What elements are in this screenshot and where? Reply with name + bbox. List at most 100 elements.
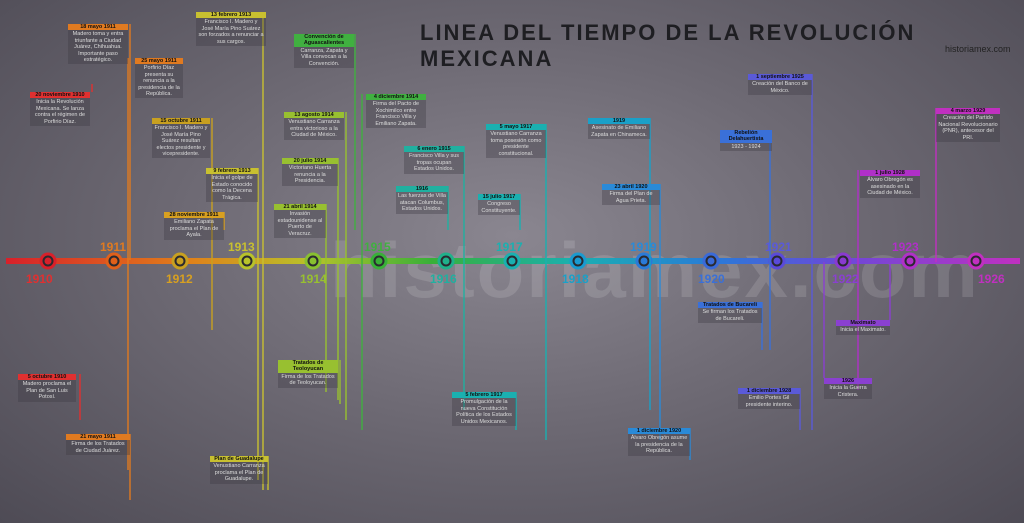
year-label: 1910 [26, 272, 53, 286]
event-text: Creación del Partido Nacional Revolucion… [936, 114, 1000, 143]
event-date: 15 octubre 1911 [152, 118, 210, 125]
event-text: Congreso Constituyente. [478, 200, 520, 216]
event-text: Las fuerzas de Villa atacan Columbus, Es… [396, 192, 448, 214]
year-label: 1921 [765, 240, 792, 254]
event-date: Tratados de Bucareli [698, 302, 762, 309]
timeline-node-core [176, 257, 184, 265]
event-text: Promulgación de la nueva Constitución Po… [452, 398, 516, 427]
event-text: Inicia la Guerra Cristera. [824, 384, 872, 400]
year-label: 1923 [892, 240, 919, 254]
year-label: 1916 [430, 272, 457, 286]
event-date: Plan de Guadalupe [210, 456, 268, 463]
year-label: 1912 [166, 272, 193, 286]
event-text: Inicia la Revolución Mexicana. Se lanza … [30, 98, 90, 127]
event-text: Madero toma y entra triunfante a Ciudad … [68, 30, 128, 65]
watermark-text: historiamex.com [330, 226, 980, 314]
event-date: 4 diciembre 1914 [366, 94, 426, 101]
event-date: 25 mayo 1911 [135, 58, 183, 65]
event-text: Asesinato de Emiliano Zapata en Chinamec… [588, 124, 650, 140]
event-date: 1919 [588, 118, 650, 125]
year-label: 1919 [630, 240, 657, 254]
year-label: 1915 [364, 240, 391, 254]
event-date: 5 mayo 1917 [486, 124, 546, 131]
event-text: Firma del Pacto de Xochimilco entre Fran… [366, 100, 426, 129]
timeline-node-core [508, 257, 516, 265]
event-date: 1 septiembre 1925 [748, 74, 812, 81]
year-label: 1911 [100, 240, 127, 254]
timeline-node-core [309, 257, 317, 265]
event-text: Inicia el golpe de Estado conocido como … [206, 174, 258, 203]
event-date: Rebelión Delahuertista [720, 130, 772, 143]
timeline-node-core [707, 257, 715, 265]
event-text: Victoriano Huerta renuncia a la Presiden… [282, 164, 338, 186]
event-date: Maximato [836, 320, 890, 327]
event-text: Venustiano Carranza entra victorioso a l… [284, 118, 344, 140]
page-title: LINEA DEL TIEMPO DE LA REVOLUCIÓN MEXICA… [420, 20, 916, 71]
event-date: 21 mayo 1911 [66, 434, 130, 441]
event-text: Madero proclama el Plan de San Luis Poto… [18, 380, 76, 402]
event-date: 5 octubre 1910 [18, 374, 76, 381]
year-label: 1918 [562, 272, 589, 286]
event-text: Inicia el Maximato. [836, 326, 890, 335]
timeline-node-core [375, 257, 383, 265]
event-date: 21 abril 1914 [274, 204, 326, 211]
event-text: Álvaro Obregón asume la presidencia de l… [628, 434, 690, 456]
timeline-node-core [110, 257, 118, 265]
event-date: 1926 [824, 378, 872, 385]
event-text: Álvaro Obregón es asesinado en la Ciudad… [860, 176, 920, 198]
event-text: Venustiano Carranza proclama el Plan de … [210, 462, 268, 484]
event-text: Emilio Portes Gil presidente interino. [738, 394, 800, 410]
timeline-node-core [44, 257, 52, 265]
event-text: 1923 - 1924 [720, 142, 772, 152]
event-date: 9 febrero 1913 [206, 168, 258, 175]
event-text: Firma de los Tratados de Teoloyucan. [278, 372, 338, 388]
timeline-node-core [972, 257, 980, 265]
timeline-node-core [574, 257, 582, 265]
event-date: 4 marzo 1929 [936, 108, 1000, 115]
event-date: 18 mayo 1911 [68, 24, 128, 31]
event-date: 23 abril 1920 [602, 184, 660, 191]
event-date: Convención de Aguascalientes [294, 34, 354, 47]
event-text: Venustiano Carranza toma posesión como p… [486, 130, 546, 159]
timeline-node-core [640, 257, 648, 265]
year-label: 1913 [228, 240, 255, 254]
event-text: Porfirio Díaz presenta su renuncia a la … [135, 64, 183, 99]
year-label: 1914 [300, 272, 327, 286]
event-text: Invasión estadounidense al Puerto de Ver… [274, 210, 326, 239]
event-date: 1916 [396, 186, 448, 193]
year-label: 1922 [832, 272, 859, 286]
event-date: 15 julio 1917 [478, 194, 520, 201]
event-text: Carranza, Zapata y Villa convocan a la C… [294, 46, 354, 69]
event-date: 13 febrero 1913 [196, 12, 266, 19]
event-text: Francisco Villa y sus tropas ocupan Esta… [404, 152, 464, 174]
year-label: 1926 [978, 272, 1005, 286]
